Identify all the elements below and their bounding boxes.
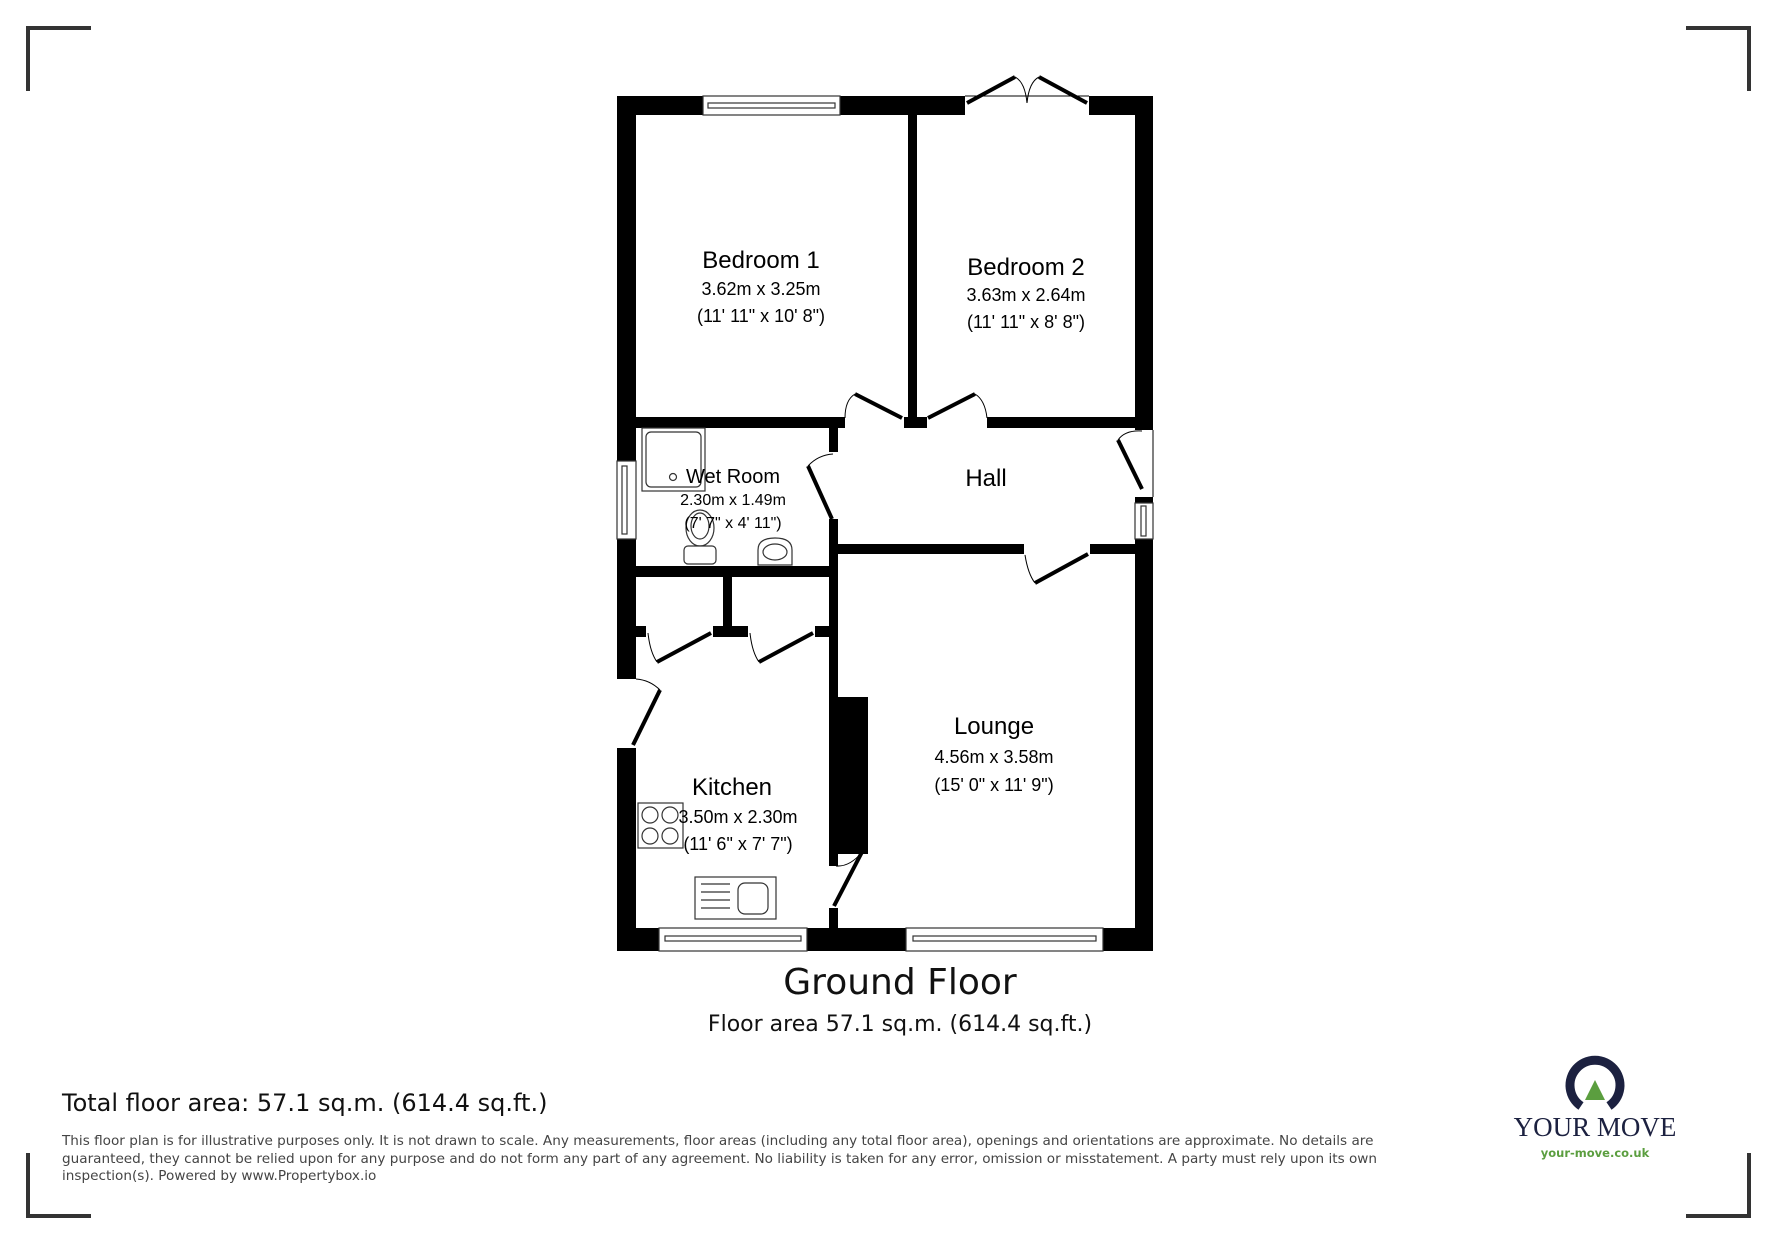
floor-title: Ground Floor [783, 962, 1017, 1003]
doors [631, 75, 1154, 907]
window-lounge-icon [905, 927, 1104, 952]
shower-tray-icon [641, 427, 706, 492]
svg-text:Lounge: Lounge [954, 713, 1034, 740]
fixtures [637, 427, 793, 920]
svg-text:3.63m x 2.64m: 3.63m x 2.64m [966, 285, 1085, 305]
hob-icon [637, 802, 684, 849]
room-label-lounge: Lounge 4.56m x 3.58m (15' 0" x 11' 9") [934, 713, 1053, 795]
svg-text:(11' 11" x 8' 8"): (11' 11" x 8' 8") [967, 312, 1085, 332]
room-label-bedroom-1: Bedroom 1 3.62m x 3.25m (11' 11" x 10' 8… [697, 247, 825, 326]
sink-icon [694, 876, 777, 920]
toilet-icon [683, 509, 717, 565]
svg-text:3.50m x 2.30m: 3.50m x 2.30m [678, 807, 797, 827]
windows [616, 95, 1154, 952]
svg-text:Bedroom 2: Bedroom 2 [967, 254, 1084, 281]
svg-text:(7' 7" x 4' 11"): (7' 7" x 4' 11") [684, 515, 781, 532]
door-kitchen-lounge-icon [832, 851, 864, 907]
basin-icon [757, 537, 793, 566]
window-kitchen-icon [658, 927, 808, 952]
svg-text:(11' 11" x 10' 8"): (11' 11" x 10' 8") [697, 306, 825, 326]
room-label-hall: Hall [965, 465, 1006, 492]
door-cupboard-right-icon [749, 631, 814, 664]
room-label-kitchen: Kitchen 3.50m x 2.30m (11' 6" x 7' 7") [678, 774, 797, 854]
crop-mark-top-right-icon [1686, 26, 1751, 91]
window-wet-room-icon [616, 460, 637, 540]
door-front-icon [1116, 430, 1154, 497]
door-lounge-icon [1024, 552, 1089, 585]
svg-text:Wet Room: Wet Room [686, 466, 780, 488]
svg-text:2.30m x 1.49m: 2.30m x 1.49m [680, 492, 786, 509]
walls [617, 96, 1153, 951]
svg-text:(15' 0" x 11' 9"): (15' 0" x 11' 9") [934, 775, 1053, 795]
svg-text:Hall: Hall [965, 465, 1006, 492]
total-floor-area: Total floor area: 57.1 sq.m. (614.4 sq.f… [62, 1089, 548, 1117]
svg-text:4.56m x 3.58m: 4.56m x 3.58m [934, 747, 1053, 767]
door-bedroom-2-icon [927, 392, 988, 420]
door-kitchen-side-icon [631, 678, 662, 746]
disclaimer-text: This floor plan is for illustrative purp… [62, 1133, 1378, 1184]
room-label-bedroom-2: Bedroom 2 3.63m x 2.64m (11' 11" x 8' 8"… [966, 254, 1085, 332]
your-move-logo: YOUR MOVE your-move.co.uk [1500, 1050, 1690, 1160]
crop-mark-top-left-icon [26, 26, 91, 91]
floor-area-label: Floor area 57.1 sq.m. (614.4 sq.ft.) [707, 1012, 1093, 1037]
brand-name: YOUR MOVE [1513, 1112, 1677, 1142]
door-bedroom-1-icon [844, 392, 903, 420]
door-wet-room-icon [806, 453, 834, 520]
door-cupboard-left-icon [647, 631, 712, 664]
crop-mark-bottom-right-icon [1686, 1153, 1751, 1218]
svg-text:Kitchen: Kitchen [692, 774, 772, 801]
window-hall-icon [1134, 502, 1154, 540]
window-bedroom-1-icon [702, 95, 841, 116]
svg-text:(11' 6" x 7' 7"): (11' 6" x 7' 7") [683, 834, 792, 854]
svg-text:Bedroom 1: Bedroom 1 [702, 247, 819, 274]
crop-mark-bottom-left-icon [26, 1153, 91, 1218]
brand-url: your-move.co.uk [1540, 1146, 1650, 1160]
room-label-wet-room: Wet Room 2.30m x 1.49m (7' 7" x 4' 11") [680, 466, 786, 532]
your-move-logo-icon [1565, 1055, 1625, 1110]
french-door-icon [965, 75, 1089, 105]
svg-text:3.62m x 3.25m: 3.62m x 3.25m [701, 279, 820, 299]
